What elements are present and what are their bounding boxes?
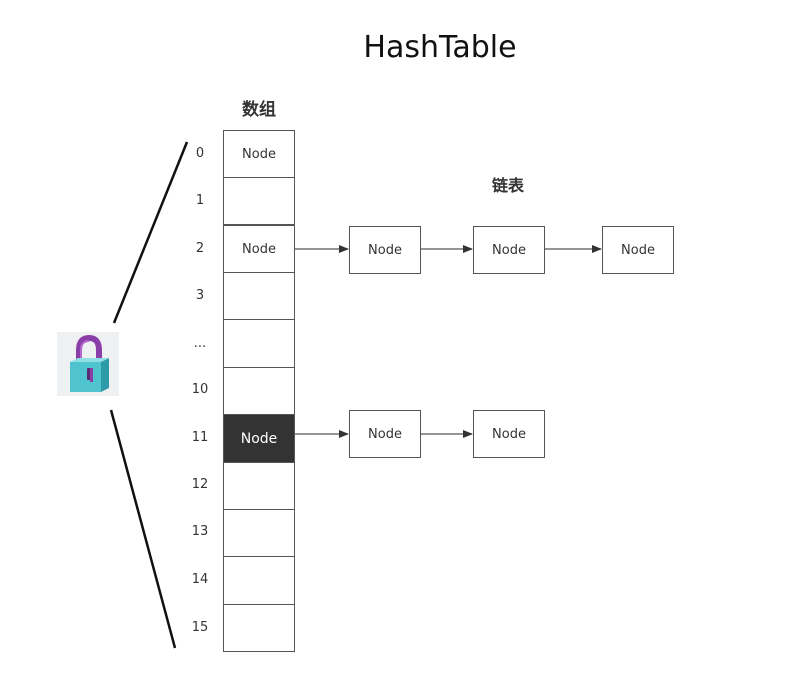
array-cell-ellipsis (223, 319, 295, 368)
array-cell-10 (223, 367, 295, 415)
bracket-line-lower (109, 409, 177, 649)
array-cell-2: Node (223, 225, 295, 273)
chain-node-slot2-3: Node (602, 226, 674, 274)
chain-node-slot2-2: Node (473, 226, 545, 274)
array-cell-0: Node (223, 130, 295, 178)
index-label-13: 13 (191, 524, 209, 539)
linked-list-heading: 链表 (491, 176, 524, 195)
index-label-11: 11 (191, 430, 209, 445)
index-label-3: 3 (195, 288, 205, 303)
index-label-0: 0 (195, 146, 205, 161)
padlock-icon (57, 332, 119, 396)
index-label-10: 10 (191, 382, 209, 397)
array-cell-12 (223, 462, 295, 510)
index-label-14: 14 (191, 572, 209, 587)
bracket-line-upper (112, 141, 189, 324)
array-cell-15 (223, 604, 295, 652)
chain-node-slot2-1: Node (349, 226, 421, 274)
array-cell-14 (223, 556, 295, 605)
index-label-2: 2 (195, 241, 205, 256)
array-cell-1 (223, 177, 295, 225)
chain-node-slot11-2: Node (473, 410, 545, 458)
index-label-15: 15 (191, 620, 209, 635)
array-heading: 数组 (242, 100, 276, 120)
index-label-ellipsis: ... (193, 336, 207, 351)
array-cell-3 (223, 272, 295, 320)
chain-node-slot11-1: Node (349, 410, 421, 458)
array-cell-11-highlighted: Node (223, 414, 295, 463)
index-label-1: 1 (195, 193, 205, 208)
array-cell-13 (223, 509, 295, 557)
diagram-title: HashTable (363, 30, 517, 65)
index-label-12: 12 (191, 477, 209, 492)
